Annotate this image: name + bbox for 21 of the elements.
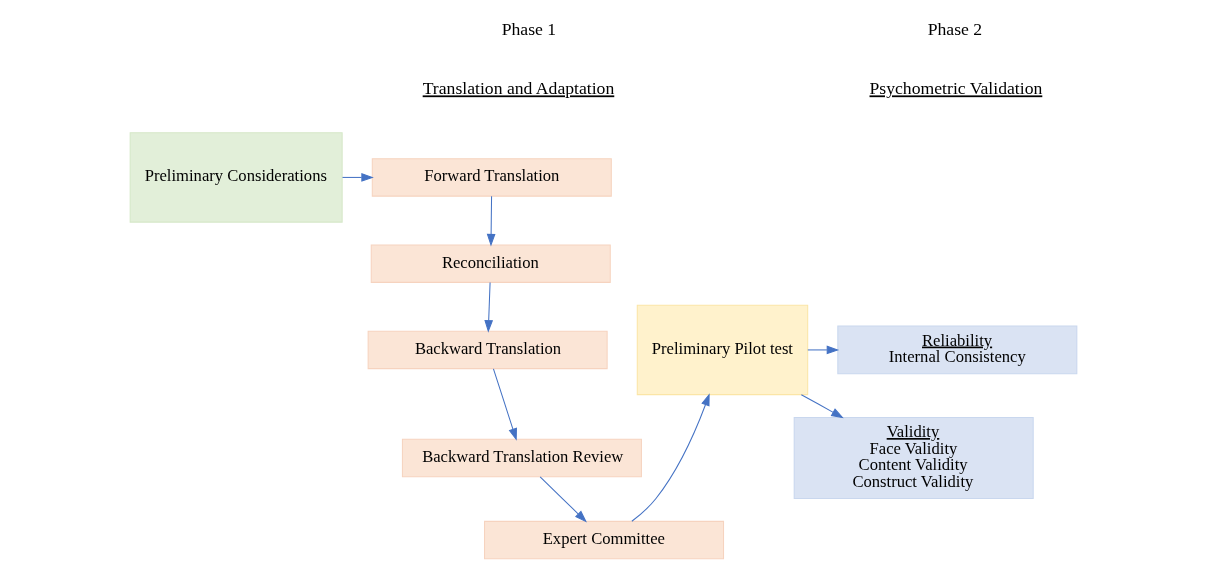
label: Translation and Adaptation: [422, 78, 614, 99]
label: Phase 2: [927, 19, 982, 40]
arrow: [630, 393, 710, 522]
label: Phase 1: [501, 19, 556, 40]
arrow: [492, 368, 517, 441]
arrow: [539, 476, 587, 523]
arrow: [806, 345, 839, 355]
node-box: Reliability Internal Consistency: [836, 325, 1077, 375]
node-box: Validity Face Validity Content Validity Construct Validity: [793, 416, 1034, 500]
node-box: Forward Translation: [371, 158, 612, 197]
arrow: [486, 195, 495, 247]
arrow: [483, 282, 493, 333]
node-box: Backward Translation: [367, 330, 608, 370]
node-box: Backward Translation Review: [401, 438, 642, 478]
node-box: Preliminary Considerations: [129, 132, 343, 223]
node-box: Expert Committee: [483, 520, 724, 560]
arrow: [341, 173, 374, 182]
node-box: Preliminary Pilot test: [636, 304, 808, 396]
arrow: [800, 394, 844, 419]
label: Psychometric Validation: [869, 78, 1042, 99]
node-box: Reconciliation: [370, 244, 611, 283]
